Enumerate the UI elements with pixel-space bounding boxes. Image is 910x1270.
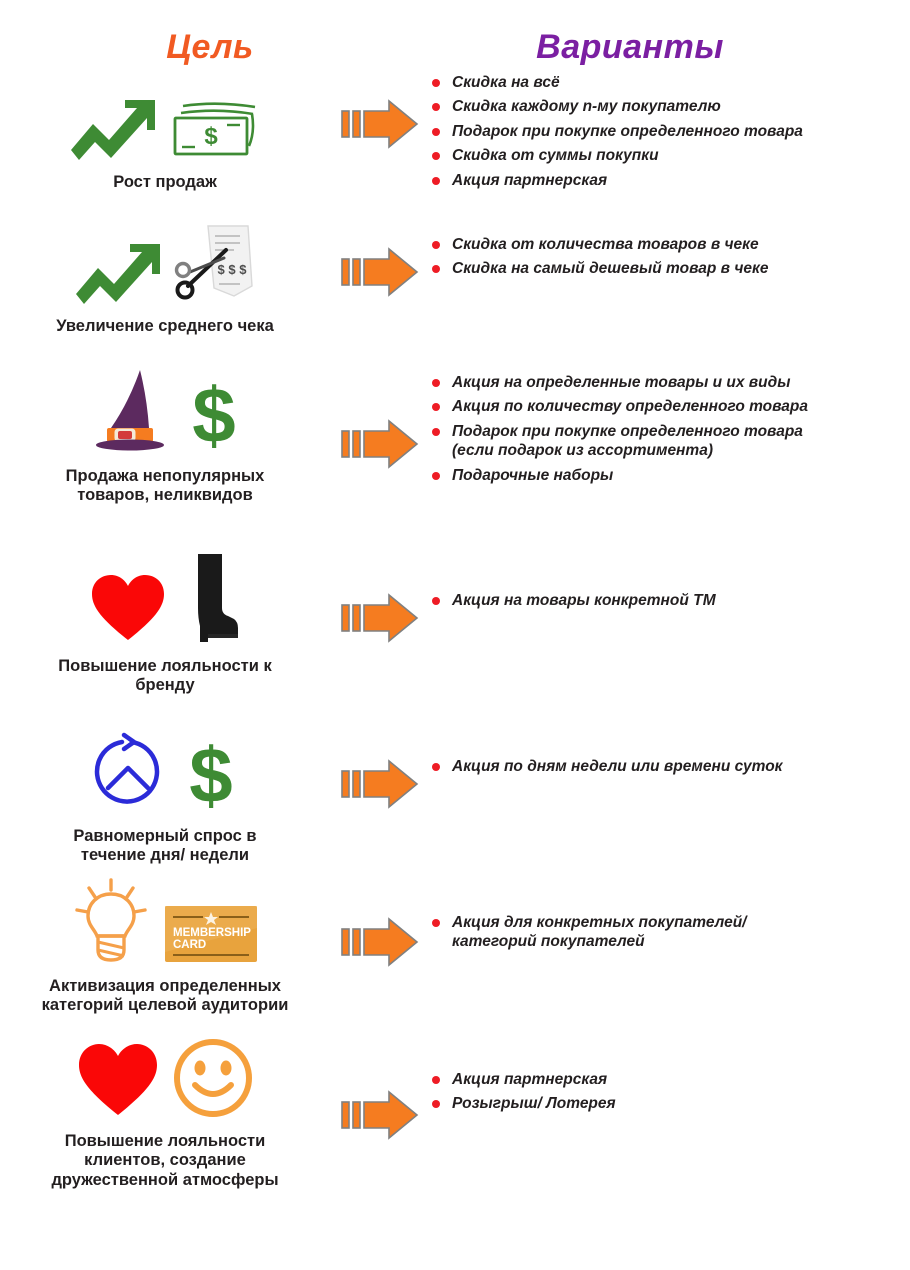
goal-label: Увеличение среднего чека xyxy=(56,317,274,335)
options-cell: Акция на определенные товары и их виды А… xyxy=(430,367,910,490)
table-row: Повышение лояльности к бренду Акция на т… xyxy=(0,554,910,727)
list-item: Подарочные наборы xyxy=(430,466,910,485)
options-cell: Акция по дням недели или времени суток xyxy=(430,727,910,781)
goal-label: Активизация определенных категорий целев… xyxy=(41,977,289,1015)
goal-label: Повышение лояльности к бренду xyxy=(58,657,272,695)
list-item: Акция на определенные товары и их виды xyxy=(430,373,910,392)
svg-text:$ $ $: $ $ $ xyxy=(218,262,248,277)
right-arrow-icon xyxy=(341,419,419,474)
scissors-receipt-icon: $ $ $ xyxy=(174,224,256,309)
arrow-cell xyxy=(330,367,430,474)
right-arrow-icon xyxy=(341,759,419,814)
svg-text:$: $ xyxy=(204,123,218,150)
membership-card-icon: MEMBERSHIP CARD xyxy=(163,902,259,969)
growth-arrow-icon xyxy=(74,242,162,309)
options-list: Акция на определенные товары и их виды А… xyxy=(430,373,910,485)
list-item: Скидка от суммы покупки xyxy=(430,146,910,165)
membership-card-line1: MEMBERSHIP xyxy=(173,927,251,939)
options-list: Скидка на всё Скидка каждому n-му покупа… xyxy=(430,73,910,190)
icon-pair: $ $ $ xyxy=(74,217,256,309)
goal-label: Равномерный спрос в течение дня/ недели xyxy=(73,827,257,865)
options-list: Акция партнерская Розыгрыш/ Лотерея xyxy=(430,1070,910,1114)
list-item: Акция партнерская xyxy=(430,1070,910,1089)
options-list: Скидка от количества товаров в чеке Скид… xyxy=(430,235,910,279)
boot-icon xyxy=(178,552,240,649)
table-row: $ Равномерный спрос в течение дня/ недел… xyxy=(0,727,910,877)
icon-pair xyxy=(90,554,240,649)
options-cell: Акция для конкретных покупателей/ катего… xyxy=(430,877,910,957)
list-item: Скидка на всё xyxy=(430,73,910,92)
right-arrow-icon xyxy=(341,99,419,154)
right-arrow-icon xyxy=(341,247,419,302)
table-row: $ $ $ Увеличение среднего чека Скидка от… xyxy=(0,217,910,367)
options-cell: Скидка от количества товаров в чеке Скид… xyxy=(430,217,910,284)
options-cell: Скидка на всё Скидка каждому n-му покупа… xyxy=(430,73,910,195)
icon-pair: MEMBERSHIP CARD xyxy=(71,877,259,969)
icon-pair: $ xyxy=(69,73,261,165)
goal-cell: $ Продажа непопулярных товаров, неликвид… xyxy=(0,367,330,506)
options-column-header: Варианты xyxy=(536,28,724,66)
table-row: MEMBERSHIP CARD Активизация определенных… xyxy=(0,877,910,1032)
lightbulb-icon xyxy=(71,878,151,969)
list-item: Акция для конкретных покупателей/ катего… xyxy=(430,913,910,952)
banknotes-icon: $ xyxy=(169,100,261,165)
arrow-cell xyxy=(330,73,430,154)
goal-cell: Повышение лояльности клиентов, создание … xyxy=(0,1032,330,1190)
arrow-cell xyxy=(330,217,430,302)
heart-icon xyxy=(76,1041,160,1124)
list-item: Скидка каждому n-му покупателю xyxy=(430,97,910,116)
options-cell: Акция партнерская Розыгрыш/ Лотерея xyxy=(430,1032,910,1119)
list-item: Акция по количеству определенного товара xyxy=(430,397,910,416)
list-item: Скидка от количества товаров в чеке xyxy=(430,235,910,254)
goal-column-header: Цель xyxy=(166,28,254,66)
list-item: Скидка на самый дешевый товар в чеке xyxy=(430,259,910,278)
witch-hat-icon xyxy=(85,366,171,459)
options-list: Акция на товары конкретной ТМ xyxy=(430,591,910,610)
table-row: $ Рост продаж Скидка на всё Скидка каждо… xyxy=(0,67,910,217)
goal-cell: Повышение лояльности к бренду xyxy=(0,554,330,696)
dollar-sign-icon: $ xyxy=(183,371,245,459)
right-arrow-icon xyxy=(341,1090,419,1145)
right-arrow-icon xyxy=(341,593,419,648)
svg-text:$: $ xyxy=(189,732,232,814)
icon-pair: $ xyxy=(88,727,242,819)
list-item: Розыгрыш/ Лотерея xyxy=(430,1094,910,1113)
svg-text:$: $ xyxy=(192,372,235,454)
list-item: Подарок при покупке определенного товара… xyxy=(430,422,910,461)
goal-cell: $ $ $ Увеличение среднего чека xyxy=(0,217,330,336)
options-list: Акция для конкретных покупателей/ катего… xyxy=(430,913,910,952)
goal-label: Продажа непопулярных товаров, неликвидов xyxy=(65,467,265,505)
table-row: Повышение лояльности клиентов, создание … xyxy=(0,1032,910,1197)
column-headers: Цель Варианты xyxy=(0,0,910,67)
heart-icon xyxy=(90,572,166,649)
options-cell: Акция на товары конкретной ТМ xyxy=(430,557,910,615)
clock-cycle-icon xyxy=(88,732,168,819)
goal-label: Повышение лояльности клиентов, создание … xyxy=(51,1132,279,1189)
growth-arrow-icon xyxy=(69,98,157,165)
smiley-face-icon xyxy=(172,1037,254,1124)
goal-cell: MEMBERSHIP CARD Активизация определенных… xyxy=(0,877,330,1016)
right-arrow-icon xyxy=(341,917,419,972)
list-item: Подарок при покупке определенного товара xyxy=(430,122,910,141)
list-item: Акция на товары конкретной ТМ xyxy=(430,591,910,610)
arrow-cell xyxy=(330,557,430,648)
icon-pair: $ xyxy=(85,367,245,459)
options-list: Акция по дням недели или времени суток xyxy=(430,757,910,776)
arrow-cell xyxy=(330,1032,430,1145)
arrow-cell xyxy=(330,727,430,814)
goal-cell: $ Равномерный спрос в течение дня/ недел… xyxy=(0,727,330,866)
arrow-cell xyxy=(330,877,430,972)
dollar-sign-icon: $ xyxy=(180,731,242,819)
table-row: $ Продажа непопулярных товаров, неликвид… xyxy=(0,367,910,557)
icon-pair xyxy=(76,1032,254,1124)
list-item: Акция партнерская xyxy=(430,171,910,190)
goal-label: Рост продаж xyxy=(113,173,217,191)
membership-card-line2: CARD xyxy=(173,939,206,951)
goal-cell: $ Рост продаж xyxy=(0,73,330,192)
list-item: Акция по дням недели или времени суток xyxy=(430,757,910,776)
